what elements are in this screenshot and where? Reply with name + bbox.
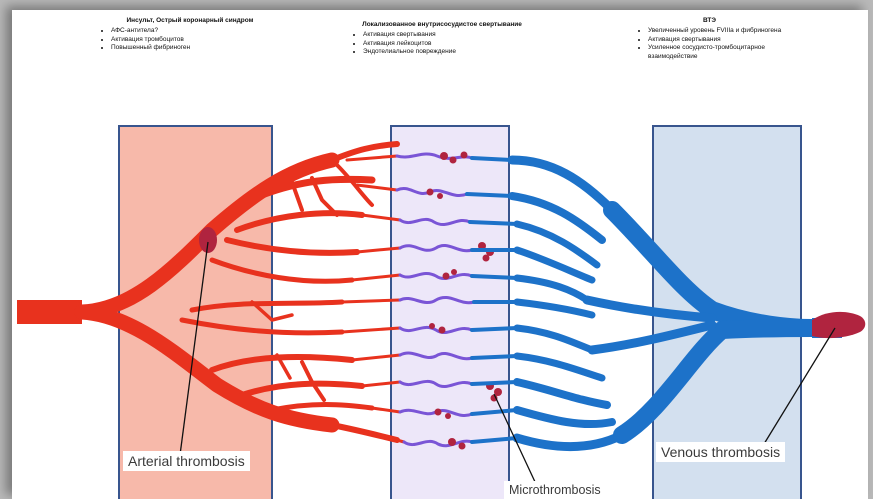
arterial-tree [17, 144, 404, 442]
vessel-network [12, 10, 868, 499]
micro-header-list: Активация свертывания Активация лейкоцит… [352, 31, 532, 56]
venous-header-list: Увеличенный уровень FVIIIa и фибриногена… [637, 27, 782, 61]
venous-tree [467, 158, 842, 447]
venous-header-title: ВТЭ [637, 17, 782, 25]
arterial-pointer [180, 242, 208, 455]
list-item: Увеличенный уровень FVIIIa и фибриногена [648, 27, 782, 35]
list-item: АФС-антитела? [111, 27, 280, 35]
venous-pointer [764, 328, 835, 444]
list-item: Повышенный фибриноген [111, 44, 280, 52]
figure-frame: Инсульт, Острый коронарный синдром АФС-а… [12, 10, 868, 499]
venous-thrombosis-label: Venous thrombosis [656, 442, 785, 462]
list-item: Эндотелиальное повреждение [363, 48, 532, 56]
list-item: Активация тромбоцитов [111, 36, 280, 44]
list-item: Усиленное сосудисто-тромбоцитарное взаим… [648, 44, 782, 61]
arterial-clot [199, 227, 217, 253]
micro-header: Локализованное внутрисосудистое свертыва… [352, 21, 532, 57]
list-item: Активация свертывания [648, 36, 782, 44]
capillary-bed [397, 154, 474, 446]
arterial-header-title: Инсульт, Острый коронарный синдром [100, 17, 280, 25]
venous-clot [812, 312, 865, 338]
arterial-header-list: АФС-антитела? Активация тромбоцитов Повы… [100, 27, 280, 52]
arterial-header: Инсульт, Острый коронарный синдром АФС-а… [100, 17, 280, 53]
arterial-thrombosis-label: Arterial thrombosis [123, 451, 250, 471]
venous-header: ВТЭ Увеличенный уровень FVIIIa и фибрино… [637, 17, 782, 61]
list-item: Активация лейкоцитов [363, 40, 532, 48]
list-item: Активация свертывания [363, 31, 532, 39]
micro-header-title: Локализованное внутрисосудистое свертыва… [352, 21, 532, 29]
microthrombosis-label: Microthrombosis [504, 481, 606, 499]
